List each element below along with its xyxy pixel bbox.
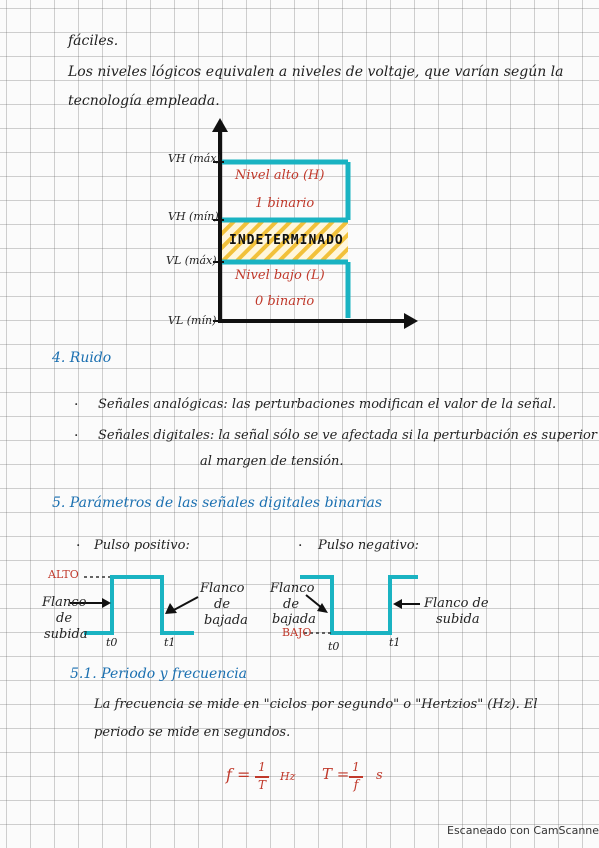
section-5-1-line-2: periodo se mide en segundos. [94, 725, 291, 740]
intro-line-3: tecnología empleada. [68, 93, 220, 109]
formula-1-fraction-bar [255, 776, 269, 778]
alto-label: ALTO [48, 568, 79, 581]
arrow-left-icon [393, 599, 402, 609]
bullet-icon: · [298, 538, 303, 554]
flanco-bajada-right-2: de [283, 597, 300, 612]
formula-1-unit: Hz [280, 770, 296, 783]
flanco-subida-right-2: subida [436, 612, 480, 627]
pulse-negative-label: Pulso negativo: [318, 538, 419, 553]
formula-2-numerator: 1 [352, 760, 360, 774]
scanner-watermark: Escaneado con CamScanner [447, 824, 599, 837]
positive-pulse-wave [84, 575, 194, 635]
flanco-subida-left-3: subida [44, 627, 88, 642]
section-5-title: 5. Parámetros de las señales digitales b… [52, 495, 383, 511]
bullet-icon: · [74, 397, 79, 413]
y-label-vl-max: VL (máx) [166, 254, 217, 267]
formula-1-numerator: 1 [258, 760, 266, 774]
t1-label-negative: t1 [389, 636, 401, 649]
arrow-right-icon [102, 598, 111, 608]
flanco-bajada-right-1: Flanco [270, 581, 315, 596]
formula-1-lhs: f = [226, 765, 251, 784]
t0-label-negative: t0 [328, 640, 340, 653]
flanco-bajada-right-3: bajada [272, 612, 316, 627]
x-axis-arrow-icon [404, 313, 418, 329]
flanco-subida-right-1: Flanco de [424, 596, 489, 611]
intro-line-2: Los niveles lógicos equivalen a niveles … [68, 64, 564, 80]
undetermined-band [222, 220, 348, 262]
y-label-vh-max: VH (máx) [168, 152, 221, 165]
flanco-bajada-left-3: bajada [204, 613, 248, 628]
low-level-label: Nivel bajo (L) [235, 268, 325, 283]
formula-2-denominator: f [353, 778, 359, 793]
formula-2-lhs: T = [322, 765, 350, 783]
intro-line-1: fáciles. [68, 33, 119, 49]
t0-label-positive: t0 [106, 636, 118, 649]
arrow-left-icon [165, 603, 177, 614]
section-5-1-title: 5.1. Periodo y frecuencia [70, 666, 248, 682]
y-axis-arrow-icon [212, 118, 228, 132]
section-4-title: 4. Ruido [52, 350, 112, 366]
arrow-down-right-icon [317, 603, 328, 613]
section-4-bullet-1: Señales analógicas: las perturbaciones m… [98, 397, 557, 412]
formula-2-unit: s [376, 768, 383, 783]
undetermined-label: INDETERMINADO [229, 233, 344, 248]
flanco-bajada-left-2: de [214, 597, 231, 612]
section-4-bullet-2a: Señales digitales: la señal sólo se ve a… [98, 428, 598, 443]
y-label-vh-min: VH (mín) [168, 210, 219, 223]
pulse-positive-label: Pulso positivo: [94, 538, 190, 553]
formula-1-denominator: T [257, 778, 266, 792]
bullet-icon: · [74, 428, 79, 444]
low-level-value: 0 binario [255, 294, 315, 309]
bullet-icon: · [76, 538, 81, 554]
high-level-label: Nivel alto (H) [235, 168, 325, 183]
section-5-1-line-1: La frecuencia se mide en "ciclos por seg… [94, 697, 538, 712]
formula-2-fraction-bar [349, 776, 363, 778]
flanco-subida-left-2: de [56, 611, 73, 626]
y-label-vl-min: VL (mín) [168, 314, 217, 327]
t1-label-positive: t1 [164, 636, 176, 649]
section-4-bullet-2b: al margen de tensión. [200, 454, 344, 469]
high-level-value: 1 binario [255, 196, 315, 211]
bajo-label: BAJO [282, 626, 312, 639]
negative-pulse-wave [300, 575, 418, 635]
flanco-bajada-left-1: Flanco [200, 581, 245, 596]
flanco-subida-left-1: Flanco [42, 595, 87, 610]
